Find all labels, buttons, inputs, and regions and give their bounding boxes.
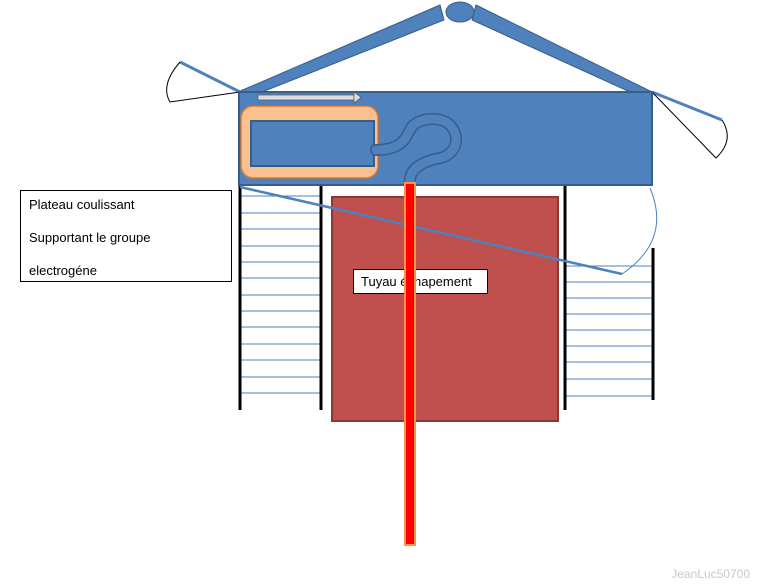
generator-enclosure (331, 196, 559, 422)
right-flap (651, 90, 723, 122)
left-flap-arc (166, 61, 241, 103)
left-flap (179, 60, 241, 94)
plateau-line-2: Supportant le groupe (29, 230, 151, 245)
left-ladder (240, 195, 321, 394)
tuyau-label: Tuyau échapement (353, 269, 488, 294)
diagonal-rope (239, 185, 623, 276)
generator (250, 120, 375, 167)
roof-left (237, 4, 445, 93)
plateau-line-1: Plateau coulissant (29, 197, 135, 212)
plateau-label: Plateau coulissant Supportant le groupe … (20, 190, 232, 282)
watermark: JeanLuc50700 (671, 567, 750, 581)
roof-ridge (445, 1, 475, 23)
roof-right (471, 4, 653, 93)
slide-arrow-icon (257, 91, 362, 104)
right-arc (621, 187, 658, 275)
right-flap-arc (651, 91, 728, 159)
right-ladder (565, 265, 653, 397)
plateau-line-3: electrogéne (29, 263, 97, 278)
